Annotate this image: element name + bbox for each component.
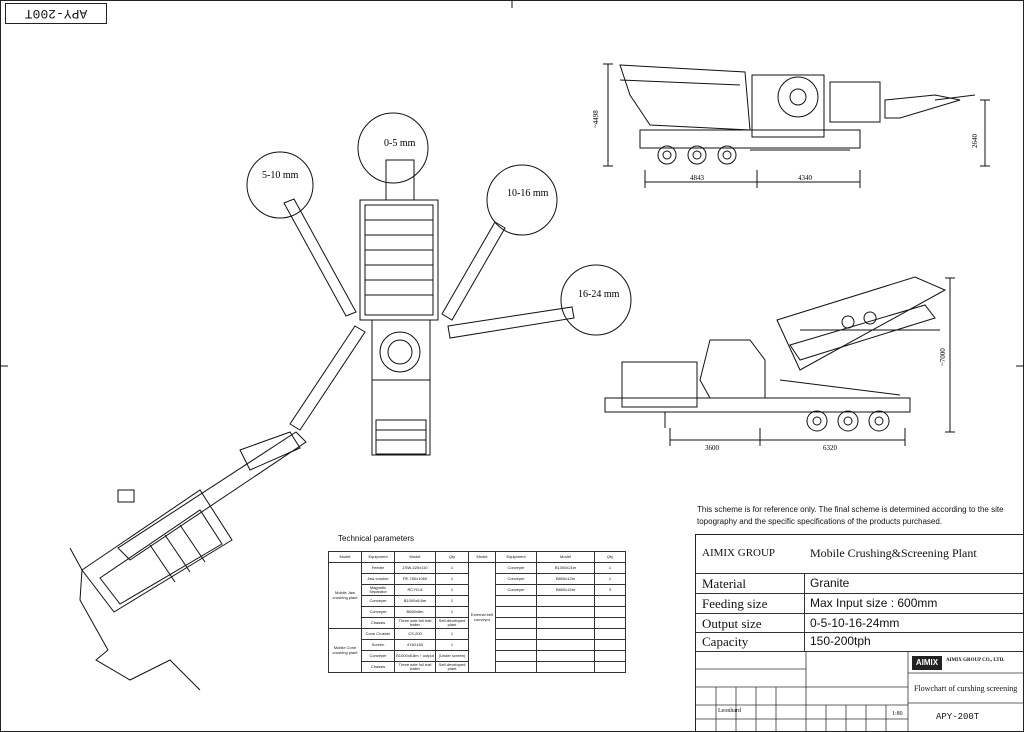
cone-crusher-plan [379, 331, 421, 373]
scale-value: 1:80 [892, 711, 903, 717]
size-circle-10-16 [486, 164, 558, 236]
project-title: Mobile Crushing&Screening Plant [810, 546, 977, 560]
feeding-size-value: Max Input size : 600mm [810, 596, 938, 610]
output-size-label: Output size [702, 616, 762, 631]
dim-top-height: ~4498 [592, 110, 600, 128]
conveyor-return [289, 325, 366, 431]
dim-bot-len2: 6320 [823, 444, 838, 452]
label-0-5: 0-5 mm [384, 138, 416, 149]
cone-screen-elevation [604, 276, 947, 432]
dim-top-len1: 4843 [690, 174, 705, 182]
material-label: Material [702, 576, 747, 591]
flowchart-title: Flowchart of curshing screening [914, 684, 1018, 693]
reference-note: This scheme is for reference only. The f… [697, 505, 1004, 526]
dim-bot-height: ~7000 [939, 348, 947, 366]
designer-name: Leonhard [718, 708, 741, 714]
dim-bot-len1: 3600 [705, 444, 720, 452]
dim-top-right: 2640 [971, 134, 979, 149]
capacity-value: 150-200tph [810, 634, 871, 648]
size-circle-5-10 [246, 151, 314, 219]
jaw-plant-body [117, 431, 307, 561]
conveyor-10-16 [441, 221, 506, 321]
drawing-number: APY-200T [936, 712, 980, 722]
output-size-value: 0-5-10-16-24mm [810, 616, 900, 630]
aimix-logo: AIMIX [912, 656, 942, 670]
tech-params-title: Technical parameters [338, 534, 415, 543]
capacity-label: Capacity [702, 634, 749, 649]
signature-grid: AIMIX AIMIX GROUP CO., LTD. Flowchart of… [696, 651, 1023, 731]
dim-top-len2: 4340 [798, 174, 813, 182]
label-16-24: 16-24 mm [578, 289, 620, 300]
hopper-plan [81, 489, 233, 613]
tech-params-table: Model Equipment Model Qty Model Equipmen… [328, 551, 626, 673]
conveyor-5-10 [283, 198, 357, 317]
size-circle-0-5 [357, 112, 429, 184]
label-10-16: 10-16 mm [507, 188, 549, 199]
feeding-size-label: Feeding size [702, 596, 768, 611]
label-5-10: 5-10 mm [262, 170, 299, 181]
size-circle-16-24 [560, 264, 632, 336]
discharge-conveyor-top [385, 159, 415, 201]
conveyor-16-24 [447, 306, 575, 339]
logo-company: AIMIX GROUP CO., LTD. [946, 658, 1005, 663]
company-name: AIMIX GROUP [702, 547, 776, 559]
title-block: AIMIX GROUP Mobile Crushing&Screening Pl… [695, 534, 1024, 732]
material-value: Granite [810, 576, 850, 590]
jaw-crusher-elevation [619, 64, 976, 165]
